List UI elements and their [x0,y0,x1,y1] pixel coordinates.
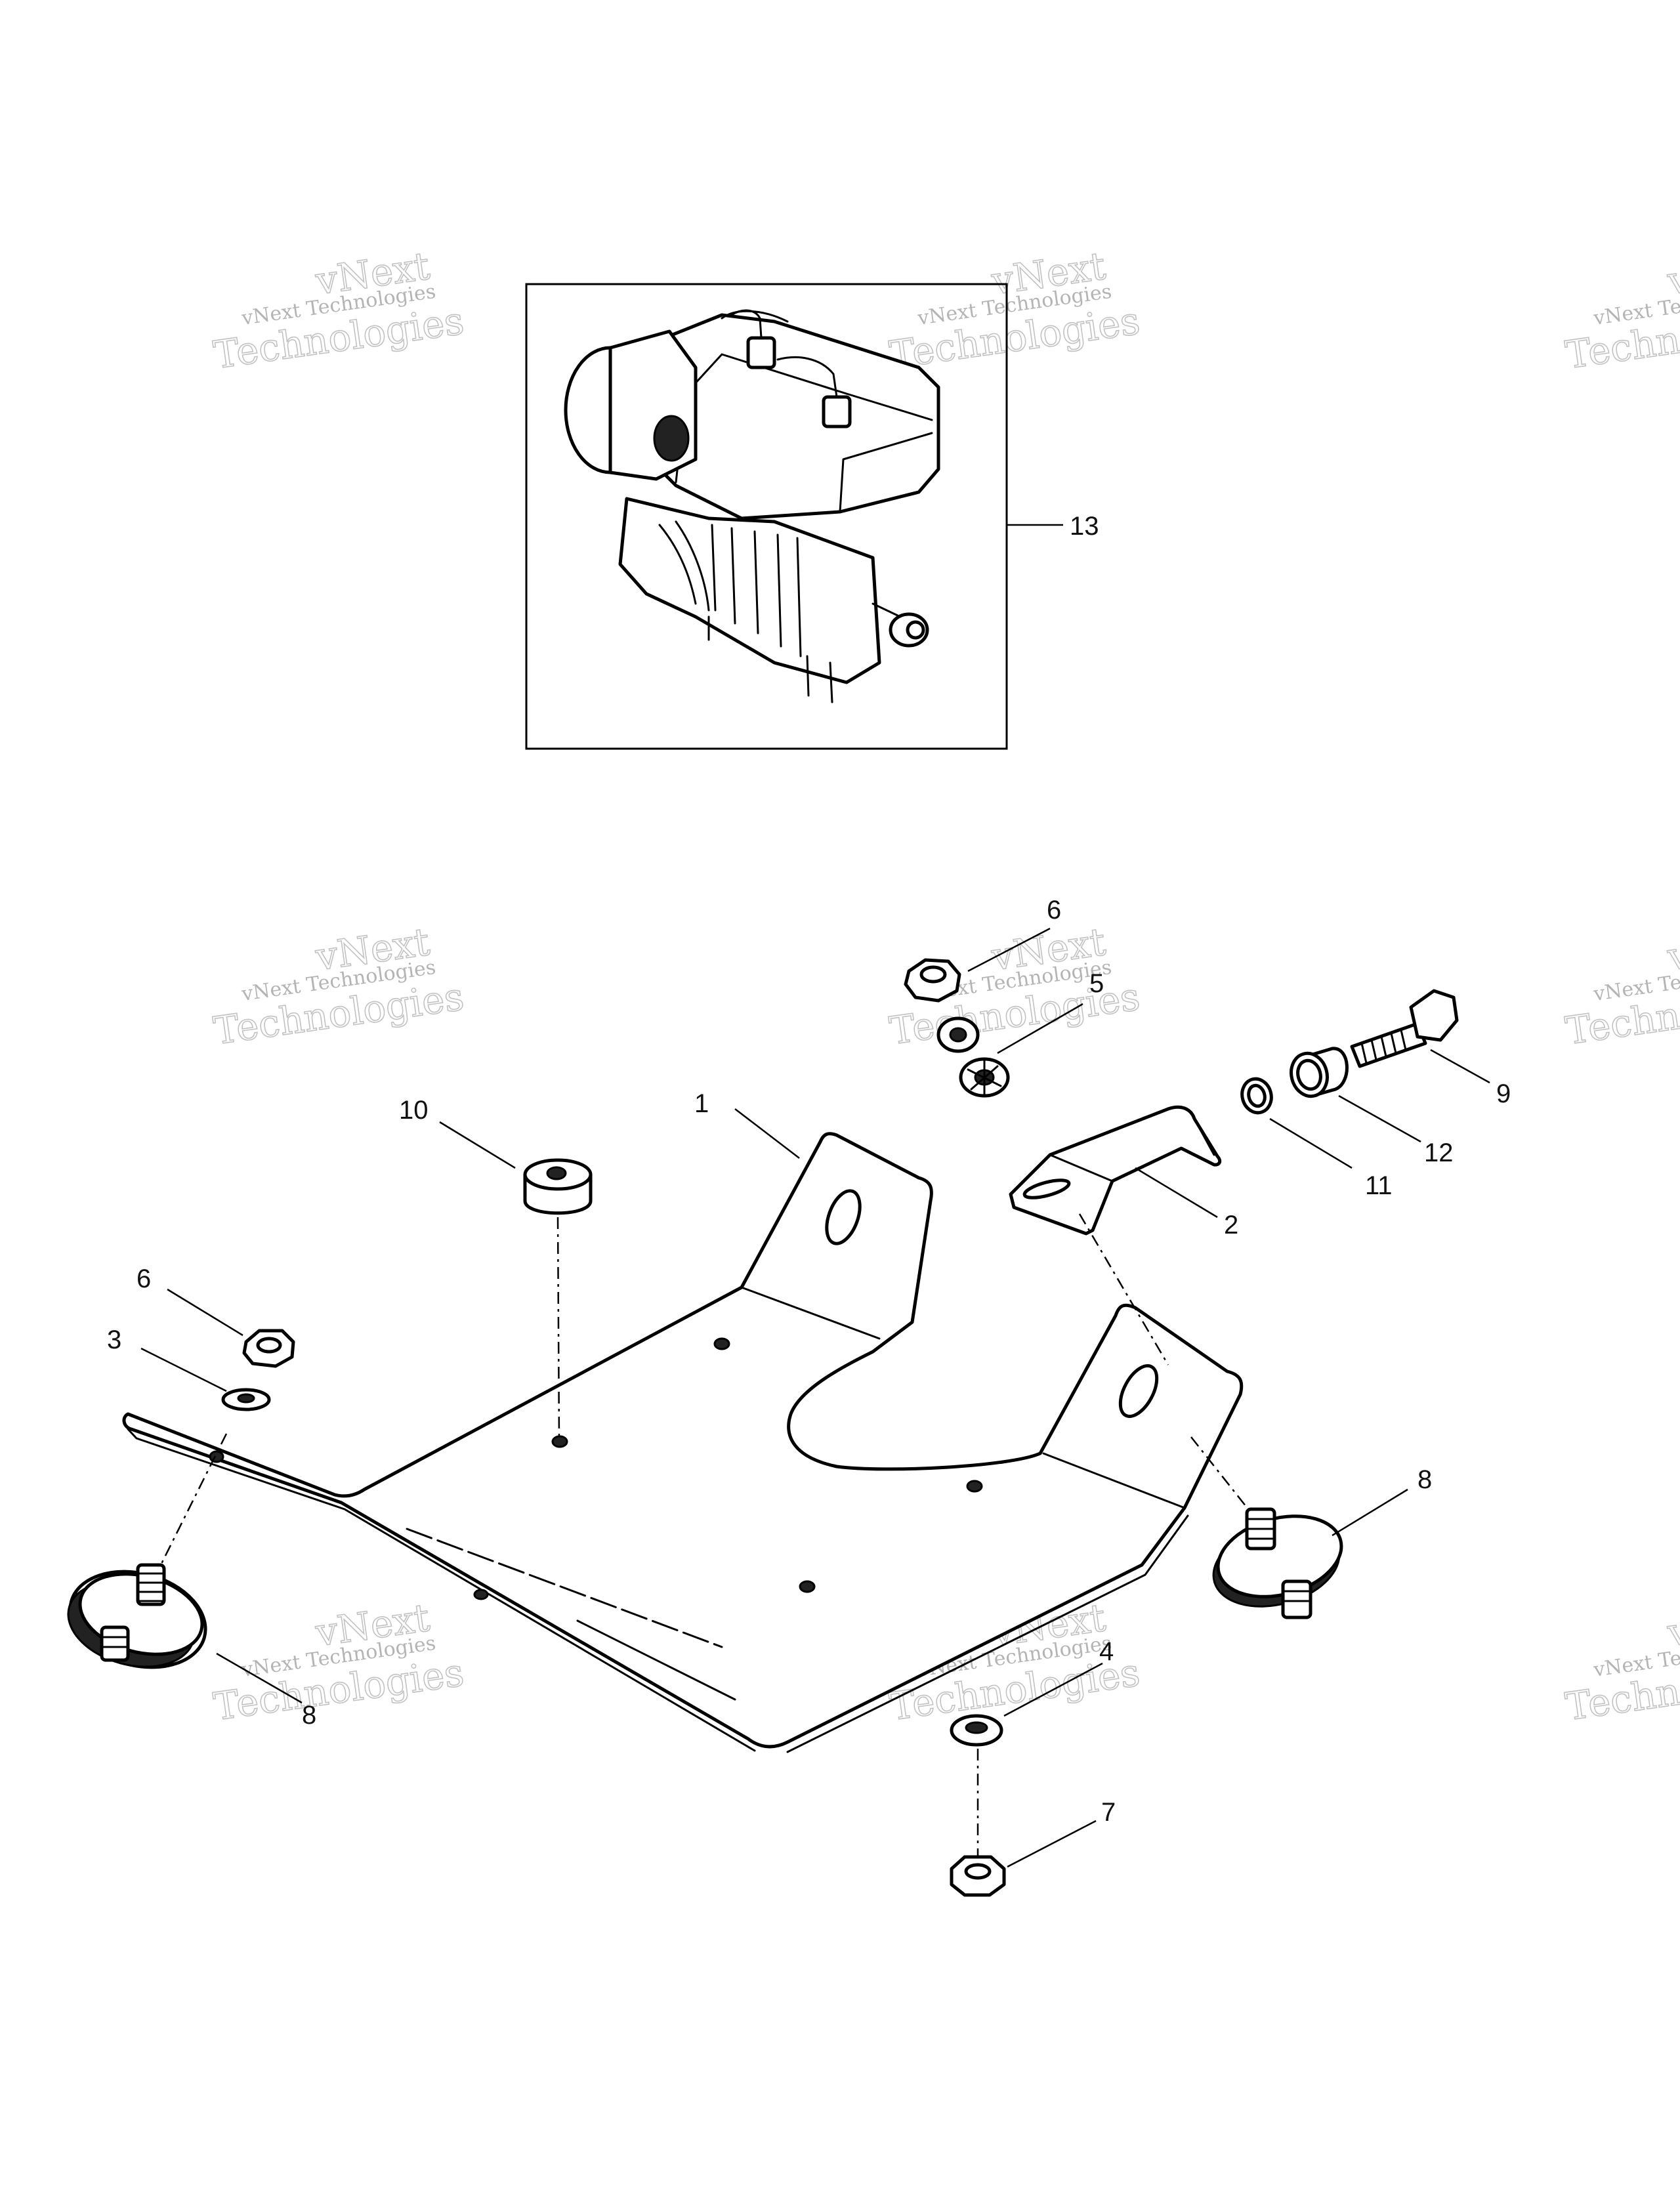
callout-2: 2 [1224,1211,1238,1239]
watermark-7: vNext vNext Technologies Technologies [211,1594,467,1730]
spark-plug-2 [776,356,852,428]
bottom-hex-nut [950,1855,1006,1897]
engine-inset-frame [525,283,1008,750]
svg-text:vNext: vNext [1664,243,1680,304]
top-hex-nut [904,958,961,1003]
centerline-10 [556,1217,560,1441]
leader-6-top [967,927,1051,972]
centerline-left [156,1433,228,1572]
toothed-washer-lower [959,1057,1010,1098]
watermark-6: vNext vNext Technologies Technologies [1563,919,1680,1054]
engine-mounting-plate [122,1132,1244,1753]
watermark-4: vNext vNext Technologies Technologies [211,919,467,1054]
leader-7 [1007,1820,1097,1868]
leader-4 [1003,1662,1103,1717]
callout-6-top: 6 [1047,896,1061,925]
callout-7: 7 [1101,1798,1116,1827]
callout-1: 1 [694,1089,709,1118]
rubber-spacer [523,1158,593,1215]
callout-11: 11 [1365,1171,1393,1200]
callout-12: 12 [1424,1138,1454,1167]
leader-3 [140,1347,227,1392]
watermark-3: vNext vNext Technologies Technologies [1563,243,1680,378]
callout-10: 10 [399,1096,429,1125]
leader-9 [1430,1049,1490,1084]
leader-8-left [216,1652,303,1704]
callout-3: 3 [107,1325,121,1354]
o-ring [1240,1077,1273,1115]
callout-5: 5 [1089,969,1104,998]
svg-text:vNext: vNext [1664,1595,1680,1656]
callout-8-left: 8 [302,1701,316,1730]
hex-bolt [1350,989,1459,1068]
centerline-2 [1078,1213,1169,1365]
left-washer [221,1388,271,1411]
engine-illustration [564,309,940,703]
lock-washer [950,1714,1003,1747]
sleeve [1290,1047,1349,1098]
toothed-washer-upper [936,1016,980,1053]
callout-8-right: 8 [1418,1465,1432,1494]
callout-9: 9 [1496,1079,1511,1108]
mounting-bracket [1009,1105,1222,1236]
leader-8-right [1332,1488,1408,1537]
leader-5 [997,1003,1083,1054]
watermark-9: vNext vNext Technologies Technologies [1563,1594,1680,1730]
callout-13: 13 [1070,512,1099,541]
callout-4: 4 [1099,1637,1114,1666]
callout-6-left: 6 [136,1264,151,1293]
right-rubber-mount [1212,1507,1343,1619]
leader-6-left [167,1288,243,1337]
centerline-right [1190,1436,1254,1516]
svg-text:vNext: vNext [1664,919,1680,980]
leader-10 [439,1121,516,1169]
leader-12 [1338,1094,1421,1143]
leader-2 [1135,1167,1218,1218]
leader-1 [734,1108,800,1159]
watermark-1: vNext vNext Technologies Technologies [211,243,467,378]
leader-11 [1269,1117,1353,1169]
left-hex-nut [242,1329,295,1368]
watermark-2: vNext vNext Technologies Technologies [887,243,1143,378]
left-rubber-mount [67,1563,207,1669]
